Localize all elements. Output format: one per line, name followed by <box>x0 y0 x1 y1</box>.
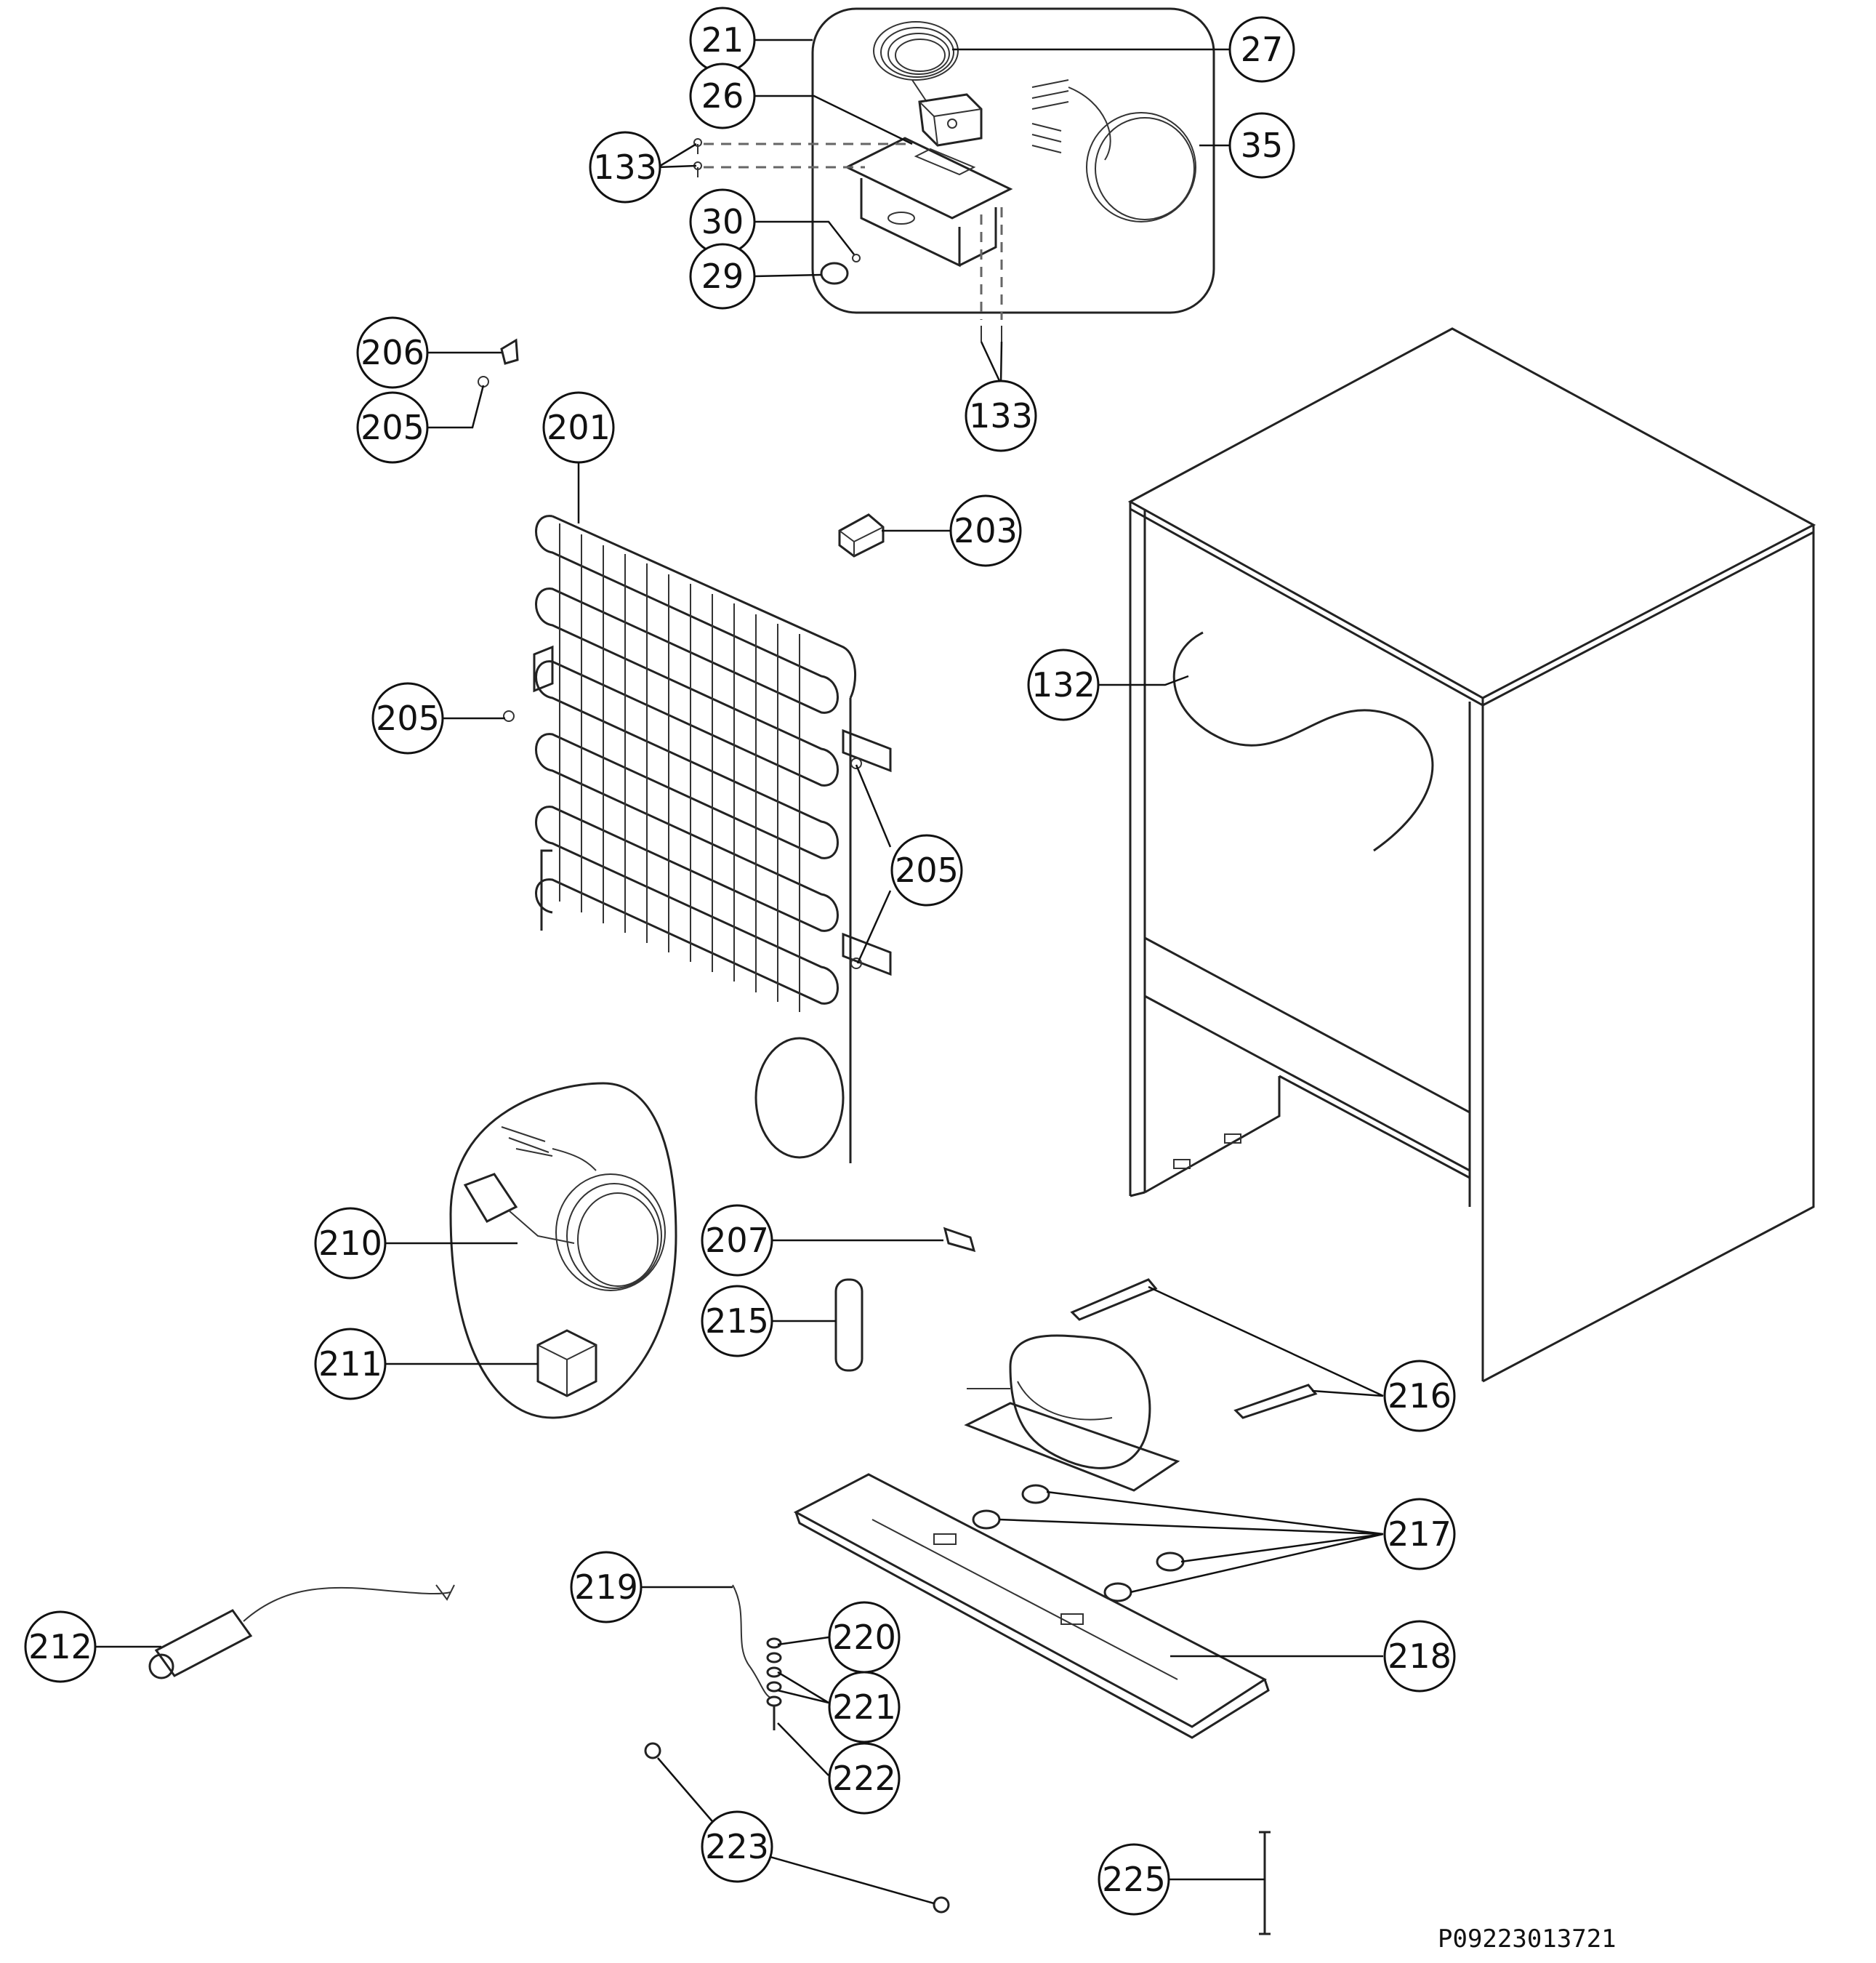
compressor-part <box>964 1334 1180 1492</box>
callout-212: 212 <box>24 1610 97 1683</box>
callout-205-middle: 205 <box>371 682 444 755</box>
callout-26: 26 <box>689 63 756 129</box>
svg-text:222: 222 <box>832 1759 896 1798</box>
knob-part <box>820 262 849 285</box>
svg-text:201: 201 <box>547 408 611 447</box>
drawing-code: P09223013721 <box>1438 1924 1617 1954</box>
callout-206: 206 <box>356 316 429 389</box>
thermostat-body <box>918 93 983 147</box>
svg-text:218: 218 <box>1388 1637 1452 1676</box>
screw-205b-part <box>503 710 515 722</box>
svg-text:30: 30 <box>701 202 744 241</box>
power-cord-group <box>449 1082 677 1419</box>
thermostat-bracket <box>844 137 1013 268</box>
svg-text:205: 205 <box>361 408 424 447</box>
svg-text:206: 206 <box>361 333 424 372</box>
callout-210: 210 <box>314 1207 387 1280</box>
callout-133-bottom: 133 <box>965 380 1037 452</box>
callout-29: 29 <box>689 243 756 310</box>
callout-35: 35 <box>1228 112 1295 179</box>
clamp-207-part <box>943 1227 976 1253</box>
svg-text:219: 219 <box>574 1567 638 1607</box>
svg-text:215: 215 <box>705 1301 769 1341</box>
clip-206-part <box>500 338 519 365</box>
screw-205a-part <box>478 376 489 388</box>
callout-216: 216 <box>1383 1360 1456 1432</box>
base-plate-part <box>793 1473 1270 1739</box>
svg-text:35: 35 <box>1241 126 1284 165</box>
svg-text:210: 210 <box>318 1224 382 1263</box>
callout-21: 21 <box>689 7 756 73</box>
callout-205-top: 205 <box>356 391 429 464</box>
svg-text:221: 221 <box>832 1687 896 1727</box>
leader-lines <box>95 39 1384 1905</box>
cabinet-body <box>1127 327 1816 1383</box>
svg-text:27: 27 <box>1241 30 1284 69</box>
svg-text:207: 207 <box>705 1221 769 1260</box>
svg-text:220: 220 <box>832 1618 896 1657</box>
svg-text:29: 29 <box>701 257 744 296</box>
capillary-coil <box>873 21 959 103</box>
relay-part <box>838 513 885 558</box>
svg-text:132: 132 <box>1031 665 1095 704</box>
nuts-bolts-part <box>766 1637 782 1730</box>
condenser-coil <box>533 515 892 1163</box>
svg-text:21: 21 <box>701 20 744 60</box>
callout-133-top: 133 <box>589 131 661 204</box>
callout-222: 222 <box>828 1742 901 1815</box>
callout-207: 207 <box>701 1204 773 1277</box>
capacitor-part <box>148 1584 455 1679</box>
thermostat-group <box>693 7 1215 342</box>
svg-text:133: 133 <box>969 396 1033 435</box>
svg-text:26: 26 <box>701 76 744 116</box>
wire-219-part <box>732 1584 771 1698</box>
svg-text:225: 225 <box>1102 1860 1166 1899</box>
drain-hose <box>1172 631 1434 852</box>
svg-text:211: 211 <box>318 1344 382 1384</box>
wire-harness <box>1031 79 1196 222</box>
callout-205-right: 205 <box>890 834 963 907</box>
callout-220: 220 <box>828 1601 901 1674</box>
callout-215: 215 <box>701 1285 773 1357</box>
tube-225-part <box>1259 1831 1271 1935</box>
small-screw-part <box>852 254 861 262</box>
callout-225: 225 <box>1098 1843 1170 1916</box>
svg-text:203: 203 <box>954 511 1018 550</box>
clip-216a-part <box>1070 1278 1158 1321</box>
callout-211: 211 <box>314 1328 387 1400</box>
svg-text:205: 205 <box>376 699 440 738</box>
callout-201: 201 <box>542 391 615 464</box>
svg-text:212: 212 <box>28 1627 92 1666</box>
callout-217: 217 <box>1383 1498 1456 1570</box>
callout-203: 203 <box>949 494 1022 567</box>
svg-text:133: 133 <box>593 148 657 187</box>
svg-text:217: 217 <box>1388 1514 1452 1554</box>
callout-132: 132 <box>1027 649 1100 721</box>
callout-218: 218 <box>1383 1620 1456 1693</box>
callout-221: 221 <box>828 1671 901 1743</box>
clip-223b-part <box>933 1896 950 1914</box>
clip-223a-part <box>644 1742 661 1759</box>
callout-223: 223 <box>701 1810 773 1883</box>
callout-219: 219 <box>570 1551 643 1623</box>
svg-text:216: 216 <box>1388 1376 1452 1416</box>
filter-drier-part <box>834 1278 863 1372</box>
clip-216b-part <box>1233 1384 1318 1419</box>
callout-27: 27 <box>1228 16 1295 83</box>
svg-text:205: 205 <box>895 851 959 890</box>
svg-text:223: 223 <box>705 1827 769 1866</box>
